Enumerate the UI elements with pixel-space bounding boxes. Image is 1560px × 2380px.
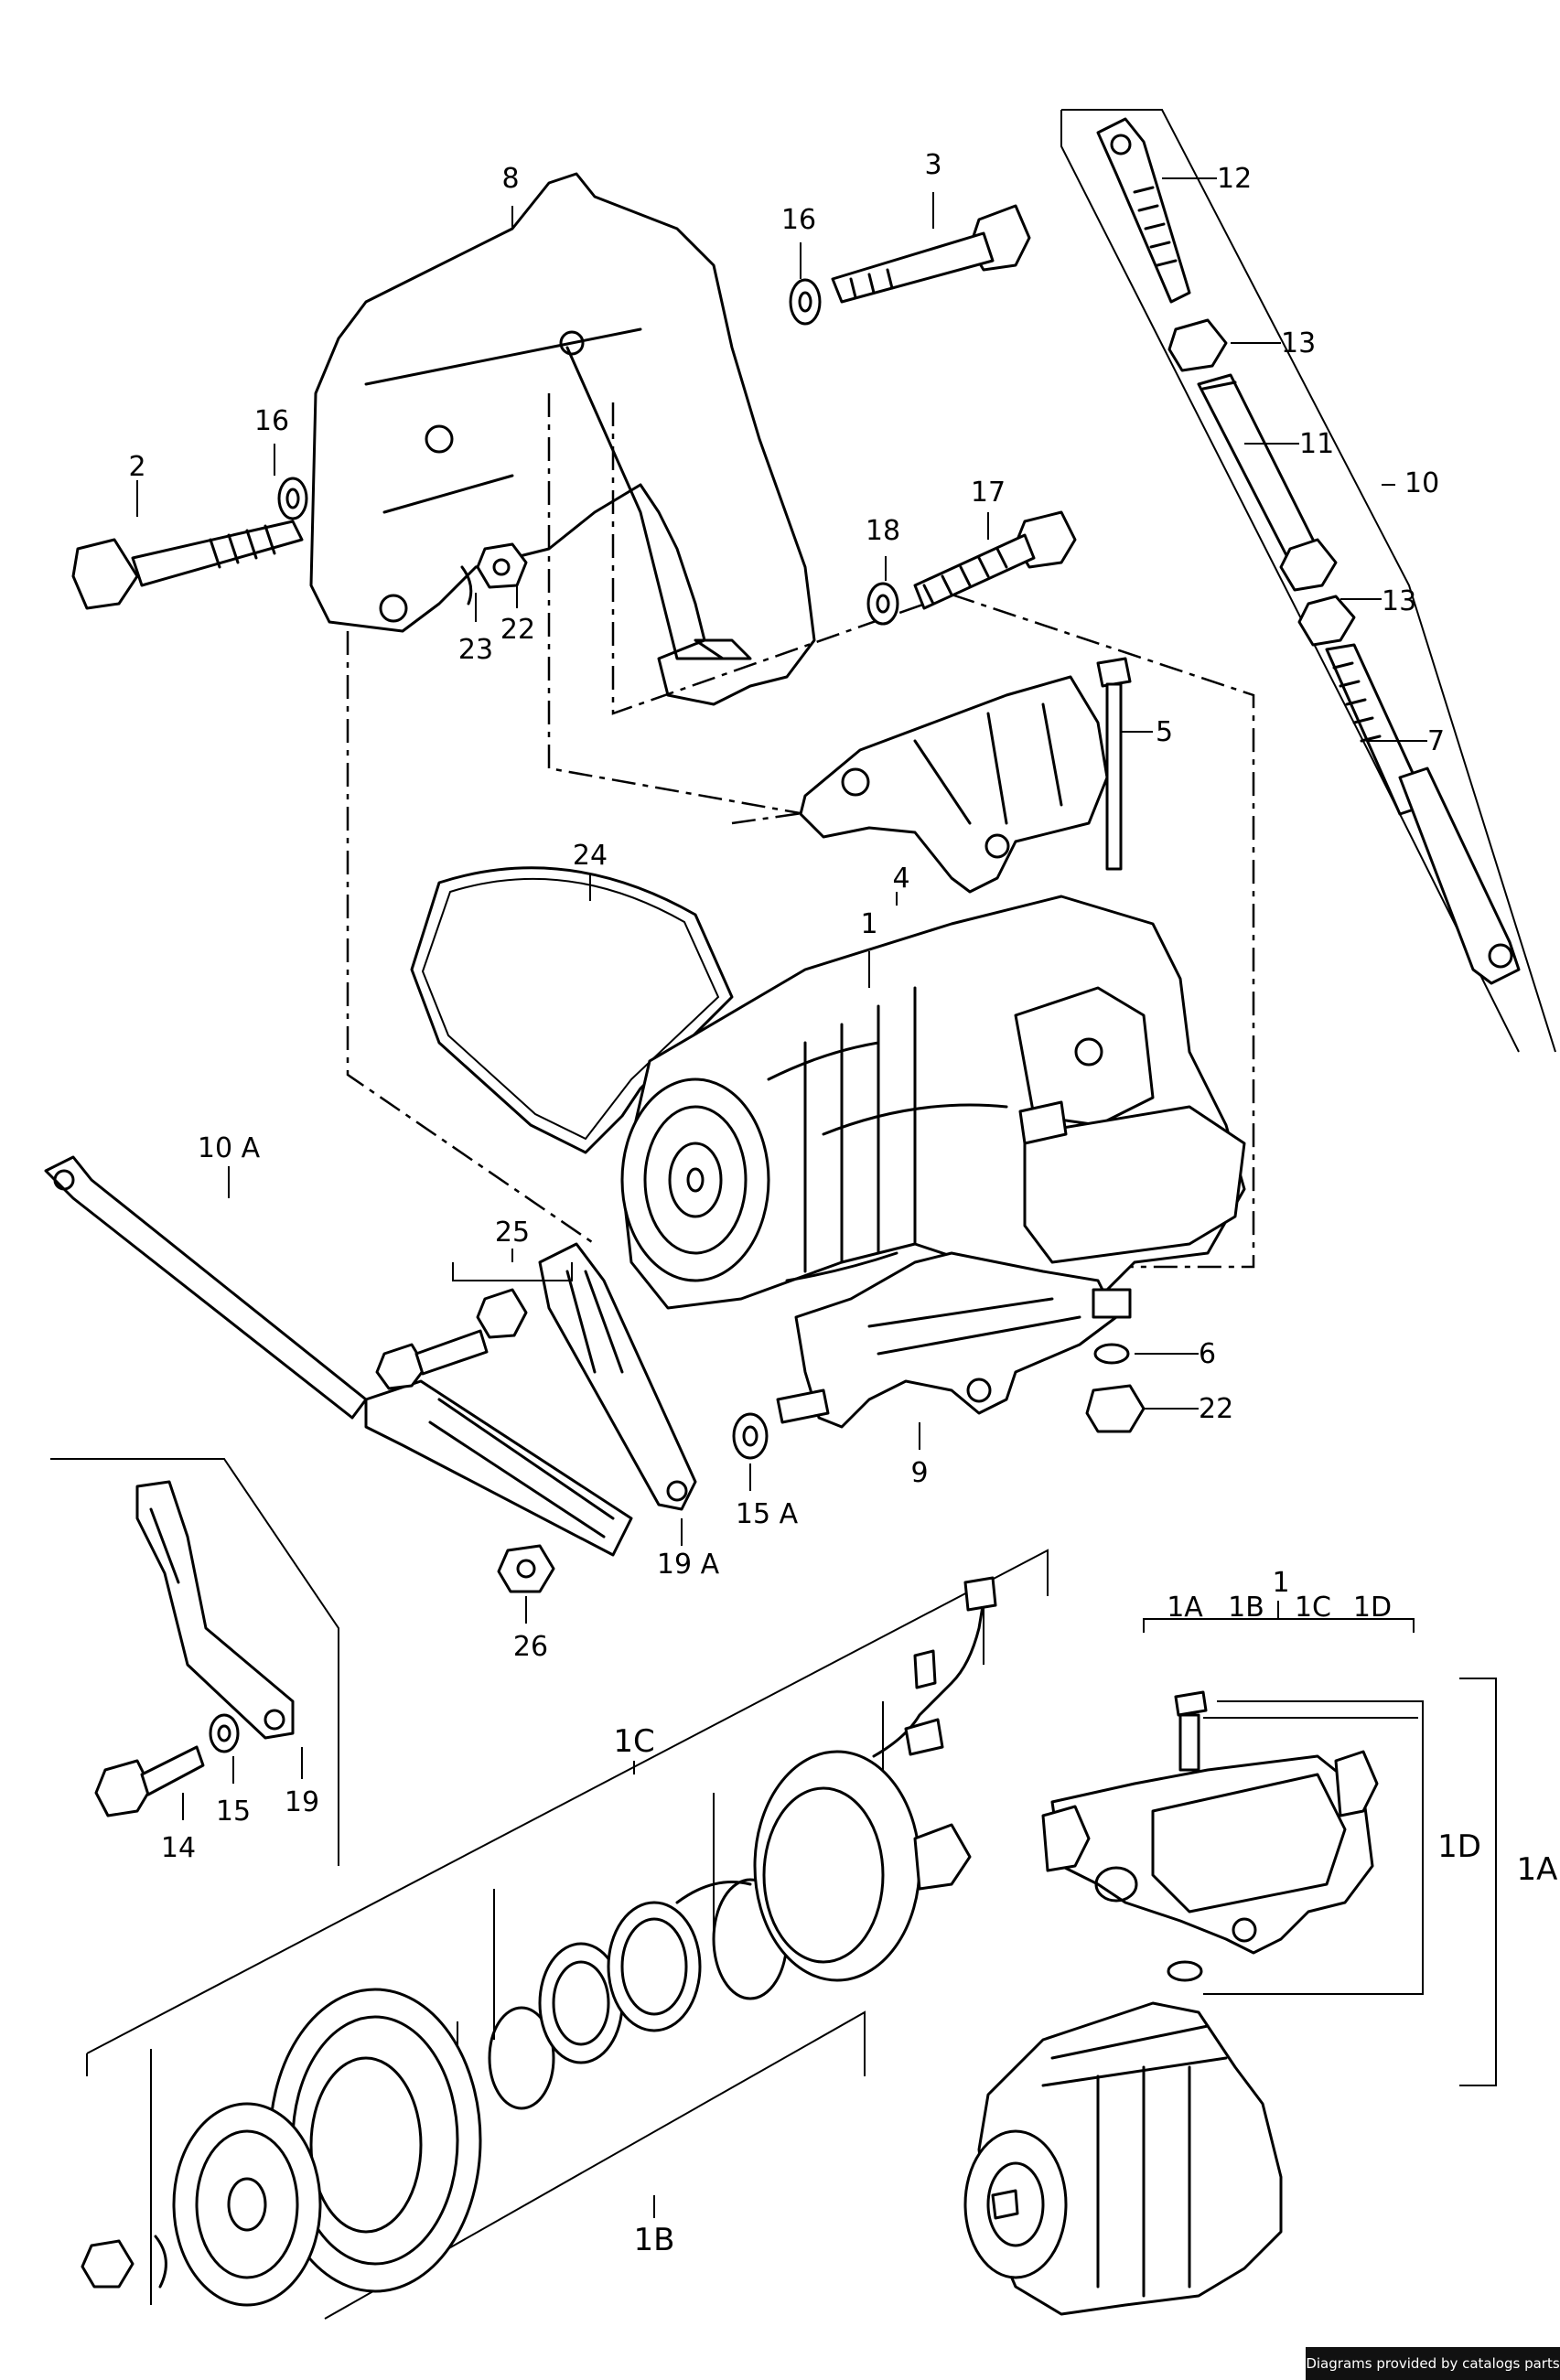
rod-part-7[interactable]	[1325, 643, 1521, 985]
label-13-upper: 13	[1281, 327, 1316, 359]
wiring-part-1C[interactable]	[872, 1576, 997, 1758]
label-25: 25	[495, 1217, 530, 1249]
label-4: 4	[892, 863, 909, 895]
label-16-left: 16	[254, 405, 289, 437]
drive-belt-part-24[interactable]	[410, 866, 734, 1154]
label-22-bottom: 22	[1199, 1393, 1233, 1425]
label-13-lower: 13	[1382, 585, 1416, 617]
label-24: 24	[573, 840, 608, 872]
circlip-part-1B[interactable]	[488, 2006, 555, 2110]
label-26: 26	[513, 1631, 548, 1663]
tensioner-rod-part-10A[interactable]	[44, 1155, 633, 1557]
callout-labels: 8 3 16 16 2 17 18 23 22 12 13 11 10 13 7…	[128, 149, 1557, 2258]
nut-part-13-lower[interactable]	[1279, 538, 1356, 647]
label-2: 2	[128, 451, 145, 483]
label-1-compressor: 1	[860, 908, 877, 940]
lower-bracket-part-9[interactable]	[776, 1251, 1118, 1429]
bearing-part-1B[interactable]	[538, 1901, 702, 2064]
arm-part-19[interactable]	[135, 1480, 295, 1740]
washer-part-18[interactable]	[866, 582, 899, 626]
nut-part-22-bottom[interactable]	[1085, 1384, 1146, 1433]
eye-rod-part-12[interactable]	[1096, 117, 1191, 304]
bolt-part-5[interactable]	[1096, 657, 1132, 871]
label-1A-kit: 1A	[1167, 1592, 1203, 1624]
label-1A: 1A	[1517, 1851, 1558, 1888]
label-8: 8	[501, 163, 519, 195]
compressor-body-part-1A[interactable]	[963, 2001, 1283, 2316]
label-1D: 1D	[1437, 1828, 1481, 1865]
frame-lines-right	[1203, 1678, 1497, 2086]
bolt-part-25[interactable]	[375, 1288, 528, 1390]
label-1B: 1B	[634, 2222, 675, 2258]
label-7: 7	[1427, 725, 1445, 757]
hub-plate-part-1B[interactable]	[172, 2102, 322, 2307]
label-1B-kit: 1B	[1228, 1592, 1264, 1624]
seal-ring-part-1D[interactable]	[1167, 1960, 1203, 1982]
nut-part-1B[interactable]	[81, 2235, 167, 2289]
washer-part-15A[interactable]	[732, 1412, 769, 1460]
label-16-top: 16	[781, 204, 816, 236]
label-19A: 19 A	[657, 1549, 720, 1581]
label-15A: 15 A	[736, 1498, 799, 1530]
washer-part-15[interactable]	[209, 1713, 240, 1753]
label-1C: 1C	[613, 1723, 654, 1760]
label-15: 15	[216, 1796, 251, 1828]
label-1C-kit: 1C	[1295, 1592, 1331, 1624]
label-19: 19	[285, 1786, 319, 1818]
label-17: 17	[971, 477, 1006, 509]
nut-part-26[interactable]	[497, 1544, 555, 1593]
label-5: 5	[1156, 716, 1173, 748]
label-10A: 10 A	[198, 1132, 261, 1164]
spacer-part-6[interactable]	[1092, 1288, 1132, 1365]
label-9: 9	[910, 1457, 928, 1489]
label-6: 6	[1199, 1338, 1216, 1370]
bolt-part-14[interactable]	[94, 1745, 205, 1817]
label-11: 11	[1299, 428, 1334, 460]
tensioner-group-10	[1060, 109, 1556, 1053]
tension-arm-part-19A[interactable]	[538, 1242, 697, 1511]
label-23: 23	[458, 634, 493, 666]
label-14: 14	[161, 1832, 196, 1864]
control-valve-part-1D[interactable]	[1041, 1750, 1379, 1955]
mounting-bracket-part-8[interactable]	[309, 172, 816, 706]
bolt-part-2[interactable]	[71, 520, 304, 610]
nut-part-13-upper[interactable]	[1167, 318, 1228, 372]
coil-part-1C[interactable]	[753, 1750, 972, 1982]
credit-banner: Diagrams provided by catalogs parts	[1306, 2347, 1560, 2380]
washer-part-16-left[interactable]	[277, 477, 308, 520]
spring-washer-part-23[interactable]	[460, 565, 473, 606]
frame-lines-lower-left	[50, 1458, 339, 1866]
washer-part-16-top[interactable]	[789, 278, 822, 326]
bolt-part-3[interactable]	[831, 204, 1031, 304]
assembly-dashed-lines	[346, 393, 1255, 1269]
label-18: 18	[866, 515, 900, 547]
label-1D-kit: 1D	[1353, 1592, 1392, 1624]
label-10: 10	[1404, 467, 1439, 499]
label-12: 12	[1217, 163, 1252, 195]
label-1-kit: 1	[1272, 1567, 1289, 1599]
bolt-part-17[interactable]	[913, 510, 1077, 610]
nut-part-22-top[interactable]	[476, 542, 528, 589]
compressor-part-1[interactable]	[620, 895, 1246, 1310]
screw-part-1D[interactable]	[1174, 1690, 1208, 1772]
label-22-top: 22	[500, 614, 535, 646]
lower-bracket-part-4[interactable]	[799, 675, 1109, 894]
label-3: 3	[924, 149, 941, 181]
